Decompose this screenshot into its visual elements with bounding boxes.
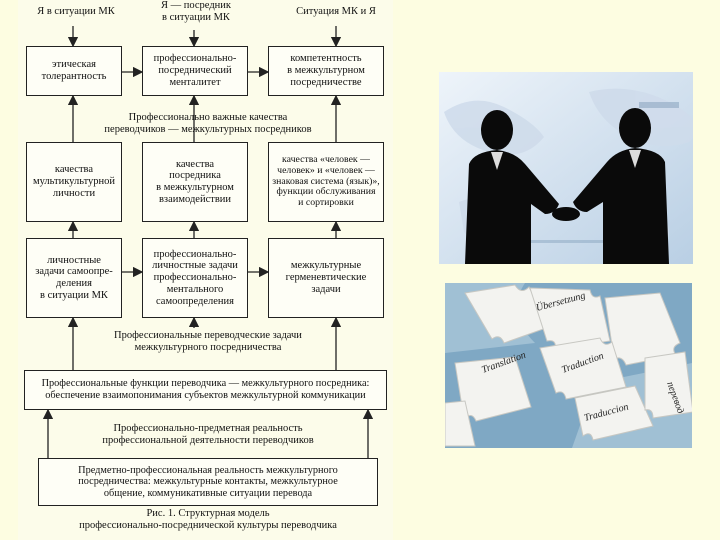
label-translation-tasks: Профессиональные переводческие задачи ме…: [114, 330, 302, 354]
column-header-self: Я в ситуации МК: [37, 6, 115, 17]
box-professional-personal-tasks: профессионально- личностные задачи профе…: [142, 238, 248, 318]
diagram-arrows: [42, 26, 374, 458]
box-human-sign-system: качества «человек — человек» и «человек …: [268, 142, 384, 222]
figure-caption: Рис. 1. Структурная модель профессиональ…: [79, 508, 337, 532]
column-header-mediator: Я — посредник в ситуации МК: [161, 0, 231, 24]
box-hermeneutic-tasks: межкультурные герменевтические задачи: [268, 238, 384, 318]
handshake-photo: [439, 72, 693, 264]
column-header-situation: Ситуация МК и Я: [296, 6, 376, 17]
box-subject-professional-reality: Предметно-профессиональная реальность ме…: [38, 458, 378, 506]
box-multicultural-personality: качества мультикультурной личности: [26, 142, 122, 222]
box-mediator-mentality: профессионально- посреднический менталит…: [142, 46, 248, 96]
structural-model-diagram: Я в ситуации МК Я — посредник в ситуации…: [18, 0, 393, 540]
label-subject-reality: Профессионально-предметная реальность пр…: [102, 423, 314, 447]
puzzle-photo: Translation Traduccion Traduction Überse…: [445, 283, 692, 448]
box-personal-tasks: личностные задачи самоопре- деления в си…: [26, 238, 122, 318]
box-mediation-competence: компетентность в межкультурном посреднич…: [268, 46, 384, 96]
label-professional-qualities: Профессионально важные качества переводч…: [104, 112, 312, 136]
box-mediator-qualities: качества посредника в межкультурном взаи…: [142, 142, 248, 222]
box-ethical-tolerance: этическая толерантность: [26, 46, 122, 96]
box-professional-functions: Профессиональные функции переводчика — м…: [24, 370, 387, 410]
